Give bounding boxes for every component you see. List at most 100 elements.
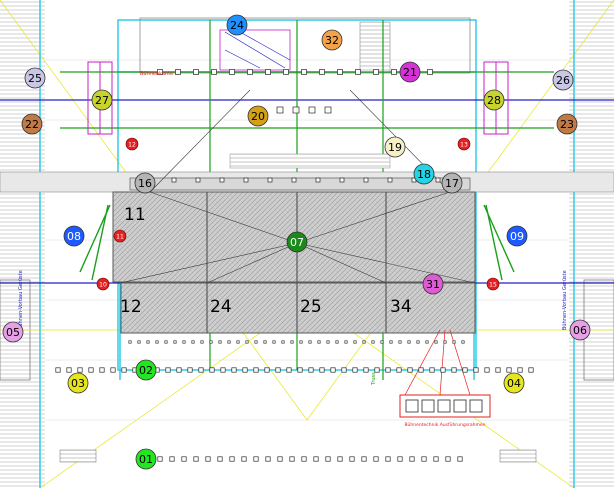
fixture — [217, 456, 223, 462]
marker-circle — [63, 225, 85, 247]
marker-circle — [67, 372, 89, 394]
fixture — [171, 177, 177, 183]
small-marker-circle — [486, 277, 500, 291]
fixture — [155, 340, 159, 344]
fixture — [253, 456, 259, 462]
marker-label: 22 — [25, 118, 39, 131]
fixture — [484, 367, 490, 373]
fixture — [187, 367, 193, 373]
fixture — [165, 367, 171, 373]
upper-rig — [139, 17, 471, 74]
fixture — [517, 367, 523, 373]
fixture — [264, 367, 270, 373]
fixture — [292, 106, 300, 114]
fixture — [265, 456, 271, 462]
fixture — [272, 340, 276, 344]
marker-label: 21 — [403, 66, 417, 79]
fixture — [319, 367, 325, 373]
marker-01: 01 — [135, 448, 157, 470]
fixture — [330, 367, 336, 373]
fixture — [289, 456, 295, 462]
marker-32: 32 — [321, 29, 343, 51]
fixture — [324, 106, 332, 114]
section-number-24: 24 — [210, 297, 232, 317]
marker-circle — [21, 113, 43, 135]
fixture — [219, 177, 225, 183]
marker-circle — [286, 231, 308, 253]
marker-circle — [2, 321, 24, 343]
fixture — [55, 367, 61, 373]
marker-label: 20 — [251, 110, 265, 123]
marker-circle — [135, 359, 157, 381]
fixture — [220, 367, 226, 373]
marker-22: 22 — [21, 113, 43, 135]
red-accent-lines — [404, 329, 471, 396]
legend-caption: Bühnentechnik Ausführungsrahmen — [404, 422, 485, 428]
legend-box: Bühnentechnik Ausführungsrahmen — [399, 394, 491, 428]
fixture — [191, 340, 195, 344]
fixture — [137, 340, 141, 344]
fixture — [88, 367, 94, 373]
marker-16: 16 — [134, 172, 156, 194]
marker-label: 04 — [507, 377, 521, 390]
fixture — [253, 367, 259, 373]
small-marker-label: 15 — [489, 282, 497, 289]
marker-circle — [441, 172, 463, 194]
fixture — [335, 340, 339, 344]
fixture — [506, 367, 512, 373]
fixture — [352, 367, 358, 373]
section-number-34: 34 — [390, 297, 412, 317]
marker-03: 03 — [67, 372, 89, 394]
fixture — [275, 367, 281, 373]
fixture — [362, 340, 366, 344]
marker-09: 09 — [506, 225, 528, 247]
small-marker-circle — [113, 229, 127, 243]
marker-05: 05 — [2, 321, 24, 343]
fixture — [387, 177, 393, 183]
fixture — [227, 340, 231, 344]
marker-24: 24 — [226, 14, 248, 36]
fixture — [326, 340, 330, 344]
fixture — [433, 456, 439, 462]
small-marker-circle — [457, 137, 471, 151]
fixture — [341, 367, 347, 373]
marker-circle — [569, 319, 591, 341]
marker-circle — [413, 163, 435, 185]
fixture — [409, 456, 415, 462]
marker-circle — [226, 14, 248, 36]
fixture — [181, 456, 187, 462]
marker-circle — [556, 113, 578, 135]
marker-label: 24 — [230, 19, 244, 32]
fixture — [452, 340, 456, 344]
marker-label: 31 — [426, 278, 440, 291]
fixture — [157, 69, 163, 75]
fixture — [164, 340, 168, 344]
fixture — [434, 340, 438, 344]
fixture — [528, 367, 534, 373]
fixture — [242, 367, 248, 373]
fixture — [128, 340, 132, 344]
fixture — [301, 69, 307, 75]
marker-31: 31 — [422, 273, 444, 295]
fixture — [110, 367, 116, 373]
small-marker-label: 11 — [116, 234, 124, 241]
fixture — [218, 340, 222, 344]
fixture — [349, 456, 355, 462]
fixture — [281, 340, 285, 344]
marker-circle — [91, 89, 113, 111]
marker-28: 28 — [483, 89, 505, 111]
fixture — [229, 456, 235, 462]
fixture — [407, 367, 413, 373]
marker-06: 06 — [569, 319, 591, 341]
fixture — [355, 69, 361, 75]
fixture — [337, 456, 343, 462]
fixture — [205, 456, 211, 462]
side-label-right: Bühnen-Vorbau Gerüste — [562, 270, 568, 330]
fixture — [418, 367, 424, 373]
marker-circle — [503, 372, 525, 394]
marker-circle — [483, 89, 505, 111]
marker-07: 07 — [286, 231, 308, 253]
fixture — [121, 367, 127, 373]
side-towers — [79, 204, 515, 281]
